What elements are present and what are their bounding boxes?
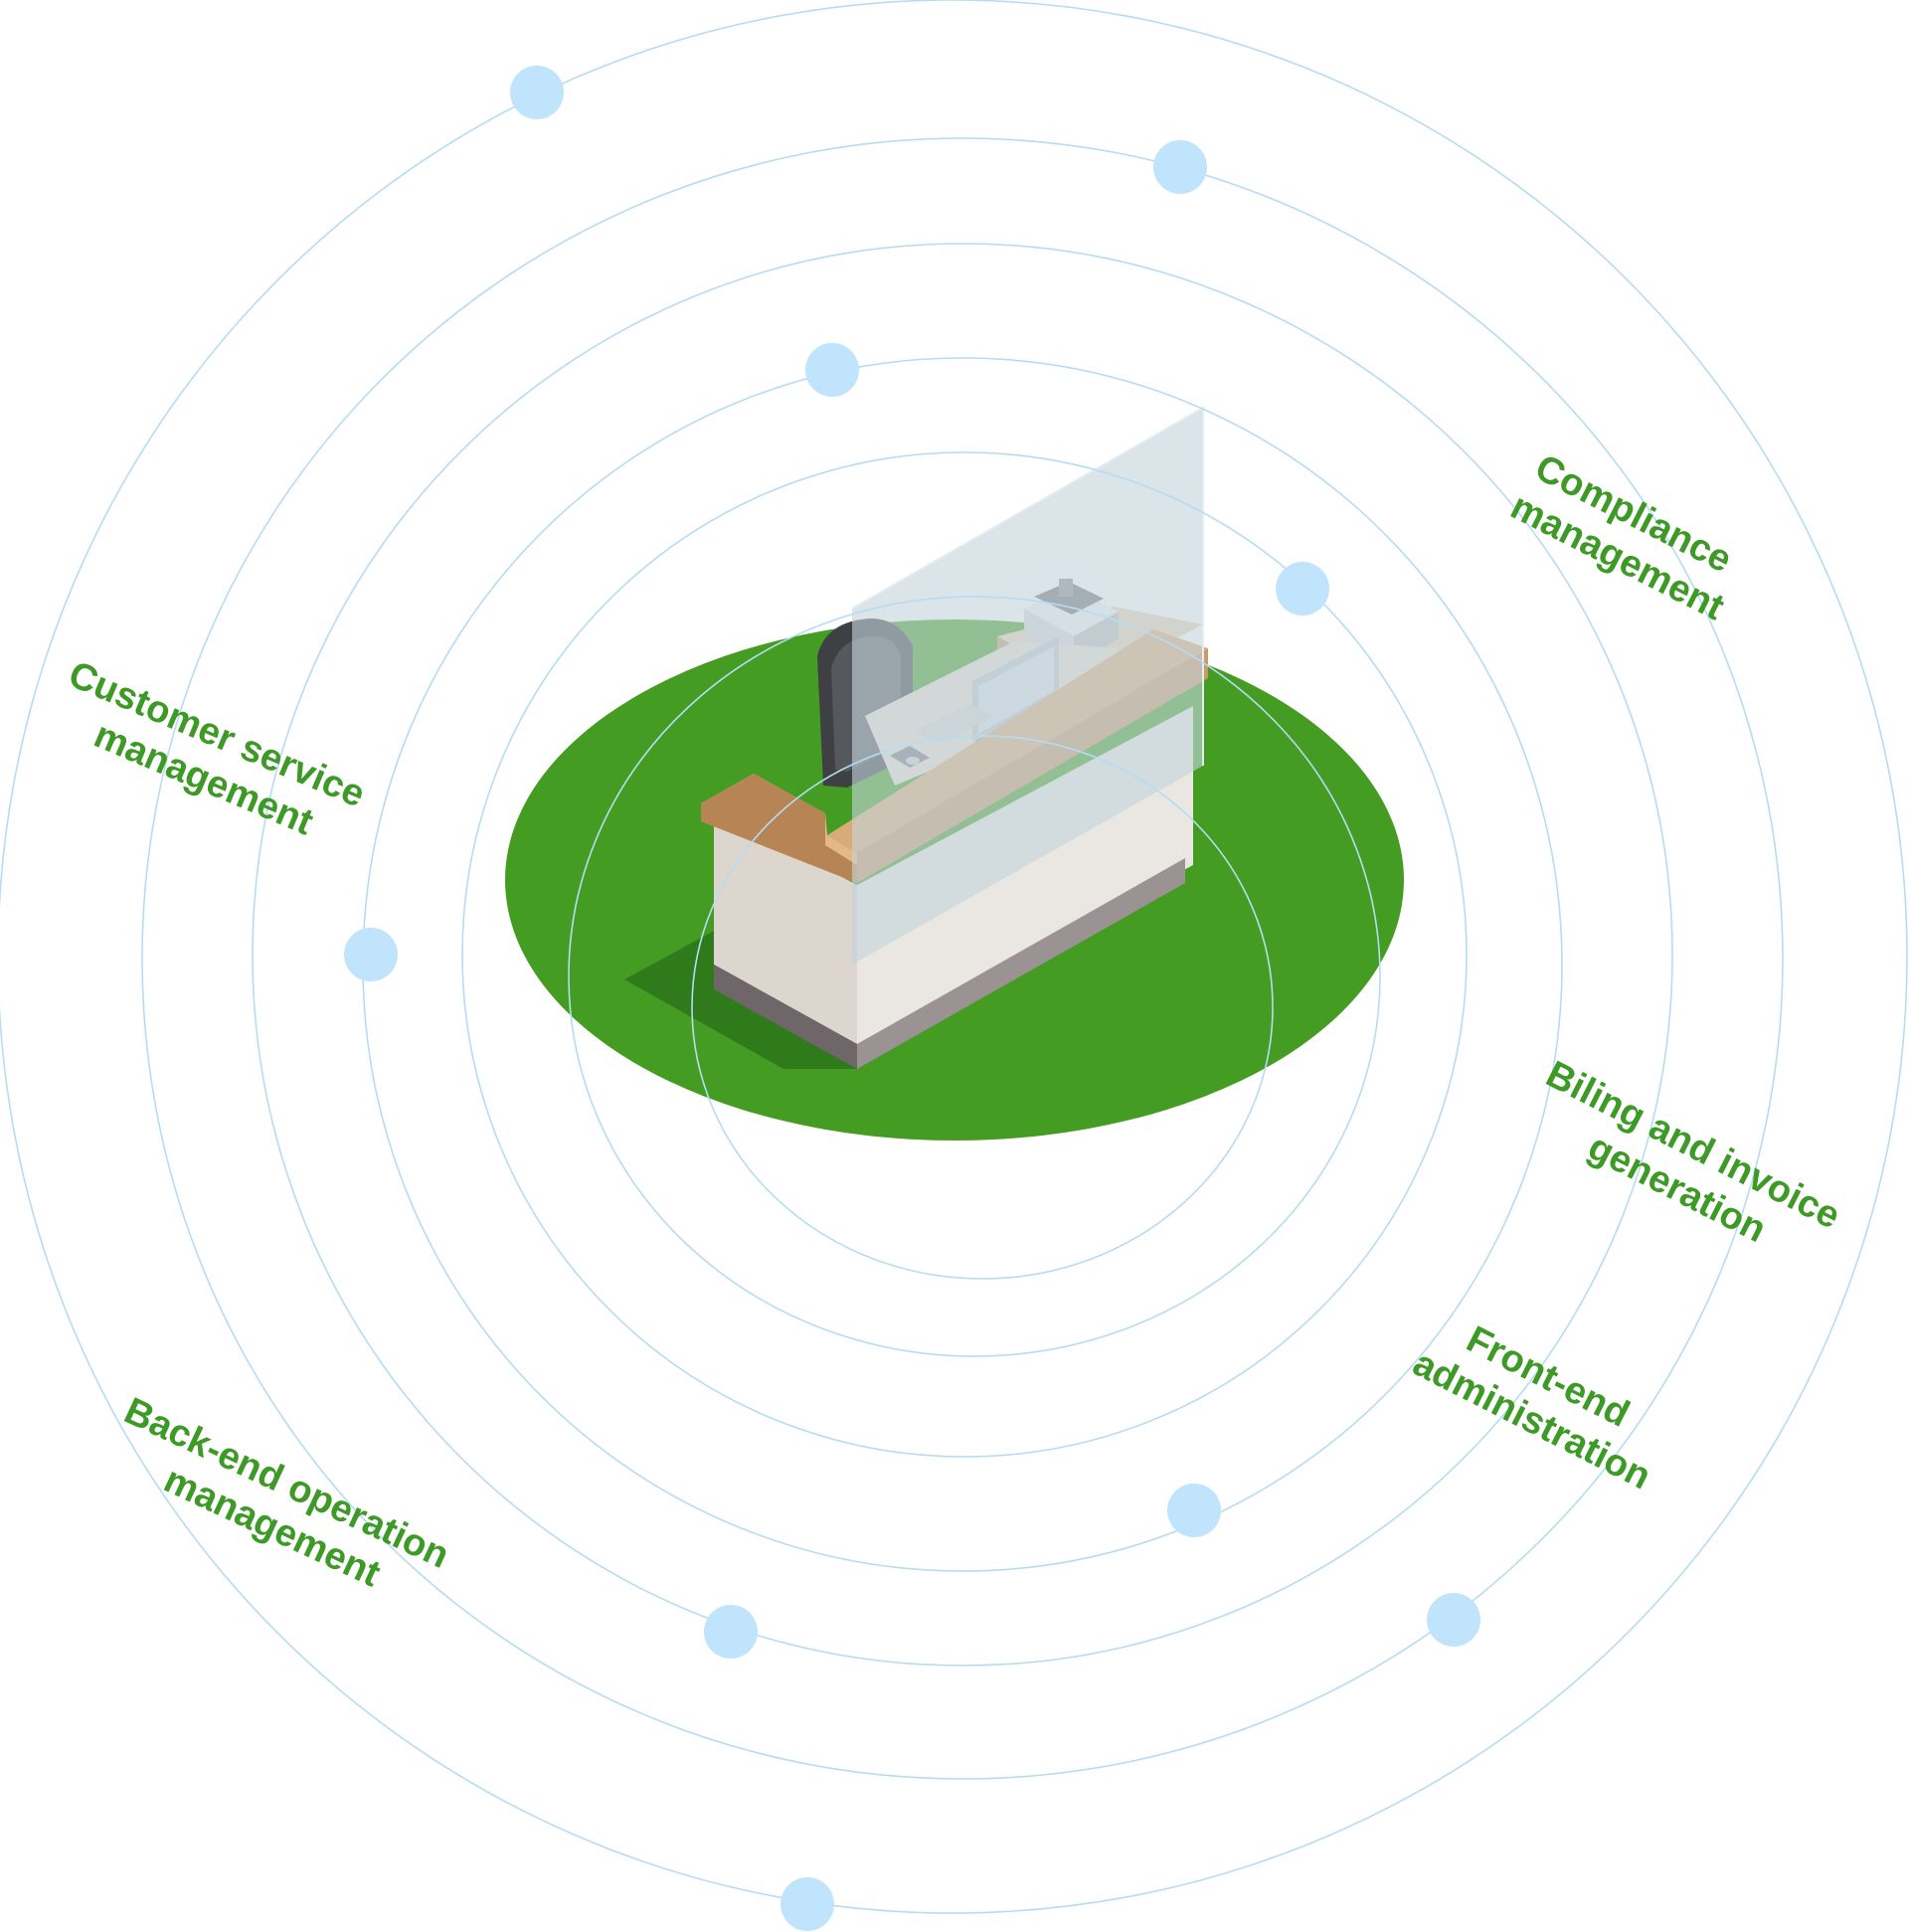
orbit-ring-1 bbox=[691, 735, 1274, 1280]
glass-screen bbox=[852, 408, 1203, 965]
orbit-dot-icon bbox=[805, 343, 859, 397]
label-back-end-operation-management: Back-end operation management bbox=[98, 1390, 464, 1623]
orbit-ring-2 bbox=[568, 596, 1381, 1357]
label-compliance-management: Compliance management bbox=[1504, 444, 1752, 628]
orbit-ring-6 bbox=[141, 137, 1784, 1780]
orbit-ring-3 bbox=[461, 451, 1468, 1458]
orbit-dot-icon bbox=[704, 1605, 758, 1659]
label-billing-invoice-generation: Biling and invoice generation bbox=[1518, 1053, 1855, 1283]
orbit-dot-icon bbox=[1153, 140, 1207, 194]
orbit-dot-icon bbox=[1427, 1593, 1480, 1647]
label-customer-service-management: Customer service management bbox=[45, 653, 381, 862]
orbit-dot-icon bbox=[781, 1877, 834, 1931]
orbit-dots bbox=[344, 66, 1480, 1931]
orbit-ring-5 bbox=[252, 243, 1673, 1667]
orbit-dot-icon bbox=[1167, 1484, 1221, 1537]
reception-desk-icon bbox=[624, 406, 1208, 1069]
orbit-dot-icon bbox=[344, 928, 398, 981]
label-front-end-administration: Front-end administration bbox=[1406, 1302, 1677, 1497]
orbit-dot-icon bbox=[1276, 562, 1329, 615]
orbit-dot-icon bbox=[510, 66, 564, 119]
